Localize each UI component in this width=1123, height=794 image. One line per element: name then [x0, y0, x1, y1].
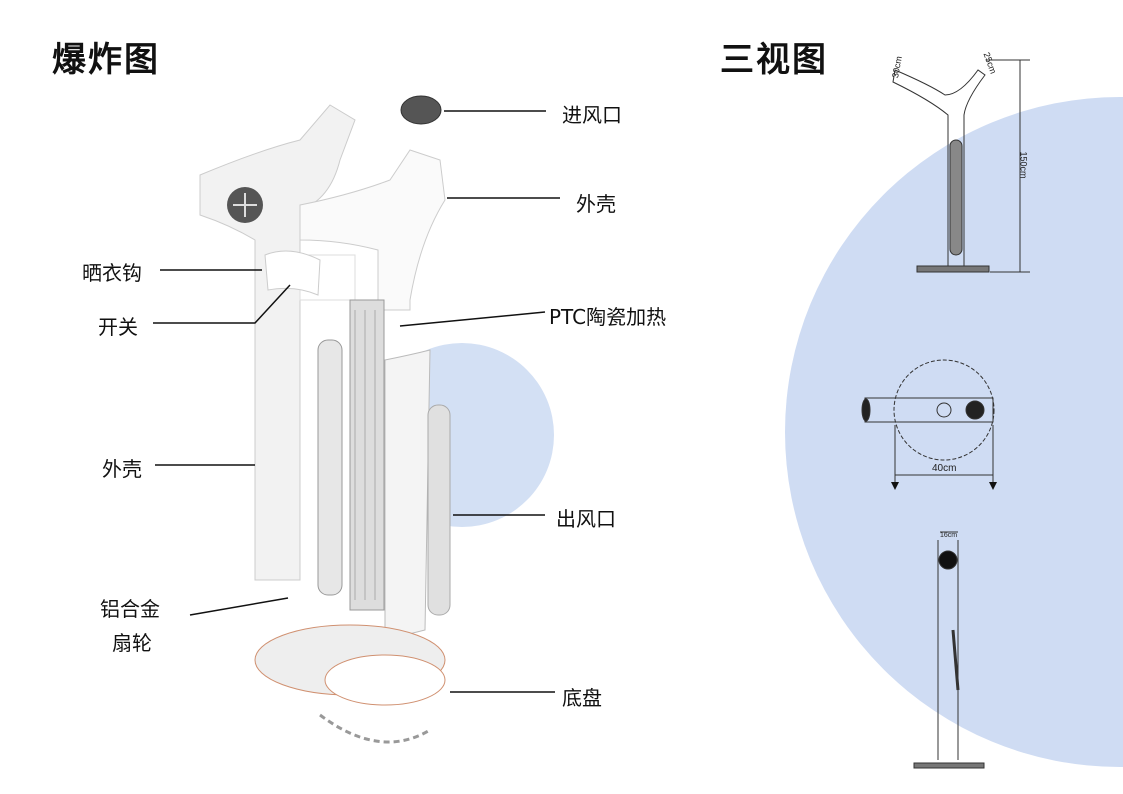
fan-cylinder: [317, 339, 343, 596]
dim-depth: 16cm: [940, 532, 958, 539]
label-hanger-hook: 晒衣钩: [82, 261, 142, 285]
dim-base-width: 40cm: [932, 463, 957, 474]
dim-height: 150cm: [1018, 151, 1029, 179]
top-view: [893, 359, 995, 461]
three-view-title: 三视图: [720, 40, 828, 80]
inlet-cap: [400, 95, 442, 125]
label-switch: 开关: [98, 315, 138, 339]
label-shell-top: 外壳: [576, 192, 616, 216]
label-shell-side: 外壳: [102, 457, 142, 481]
outlet-mesh: [427, 404, 451, 616]
label-ptc-heater: PTC陶瓷加热: [549, 305, 667, 329]
exploded-view-title: 爆炸图: [52, 40, 160, 80]
front-shell: [299, 149, 446, 311]
ptc-heater: [349, 299, 385, 611]
outlet-shell: [384, 349, 431, 641]
accent-circle-large: [785, 97, 1123, 767]
label-air-outlet: 出风口: [556, 507, 616, 531]
hook-ring: [264, 250, 321, 296]
label-air-inlet: 进风口: [562, 103, 622, 127]
side-view: [937, 540, 959, 760]
rear-shell: [199, 104, 356, 581]
label-base: 底盘: [562, 686, 602, 710]
label-fan-material: 铝合金: [100, 597, 160, 621]
front-view: [892, 69, 986, 269]
label-fan: 扇轮: [112, 631, 152, 655]
